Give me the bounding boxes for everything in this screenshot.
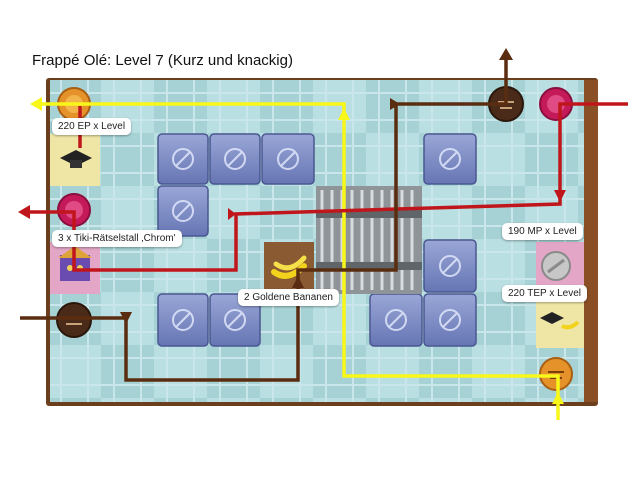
tiki-reward-label: 3 x Tiki-Rätselstall ‚Chrom' bbox=[52, 230, 182, 247]
mp-reward-label: 190 MP x Level bbox=[502, 223, 583, 240]
yellow-path bbox=[40, 102, 560, 420]
board-right-rim bbox=[584, 80, 598, 402]
brown-coin-icon bbox=[56, 302, 92, 338]
bananas-reward-label: 2 Goldene Bananen bbox=[238, 289, 339, 306]
ep-reward-label: 220 EP x Level bbox=[52, 118, 132, 135]
metal-grate-icon bbox=[316, 186, 422, 294]
pink-coin-icon bbox=[539, 87, 573, 121]
brown-path bbox=[20, 58, 508, 382]
tep-reward-label: 220 TEP x Level bbox=[502, 285, 588, 302]
silver-coin-icon bbox=[541, 251, 571, 281]
page-title: Frappé Olé: Level 7 (Kurz und knackig) bbox=[32, 52, 293, 69]
graduation-cap-icon bbox=[60, 150, 92, 168]
graduation-cap-icon bbox=[540, 312, 580, 330]
orange-coin-icon bbox=[539, 357, 573, 391]
